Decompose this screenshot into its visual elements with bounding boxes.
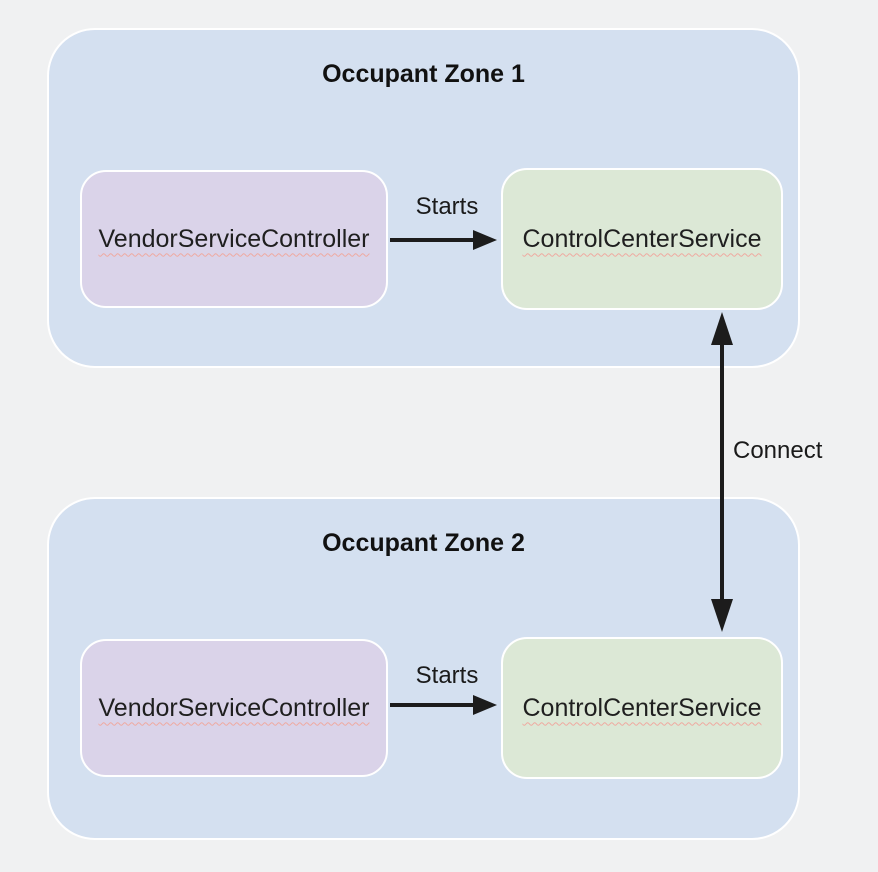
- node-control-center-service-2: ControlCenterService: [501, 637, 783, 779]
- node-control-center-service-1-label: ControlCenterService: [522, 224, 762, 253]
- edge-label-starts-2: Starts: [415, 662, 479, 689]
- zone-1-title: Occupant Zone 1: [322, 60, 525, 88]
- node-control-center-service-1: ControlCenterService: [501, 168, 783, 310]
- edge-label-starts-1: Starts: [415, 193, 479, 220]
- node-vendor-service-controller-1: VendorServiceController: [80, 170, 388, 308]
- node-vendor-service-controller-2: VendorServiceController: [80, 639, 388, 777]
- node-vendor-service-controller-1-label: VendorServiceController: [98, 224, 370, 253]
- zone-occupant-2: Occupant Zone 2 VendorServiceController …: [47, 497, 800, 840]
- zone-2-title: Occupant Zone 2: [322, 529, 525, 557]
- node-vendor-service-controller-2-label: VendorServiceController: [98, 693, 370, 722]
- edge-label-connect: Connect: [733, 437, 823, 464]
- node-control-center-service-2-label: ControlCenterService: [522, 693, 762, 722]
- zone-occupant-1: Occupant Zone 1 VendorServiceController …: [47, 28, 800, 368]
